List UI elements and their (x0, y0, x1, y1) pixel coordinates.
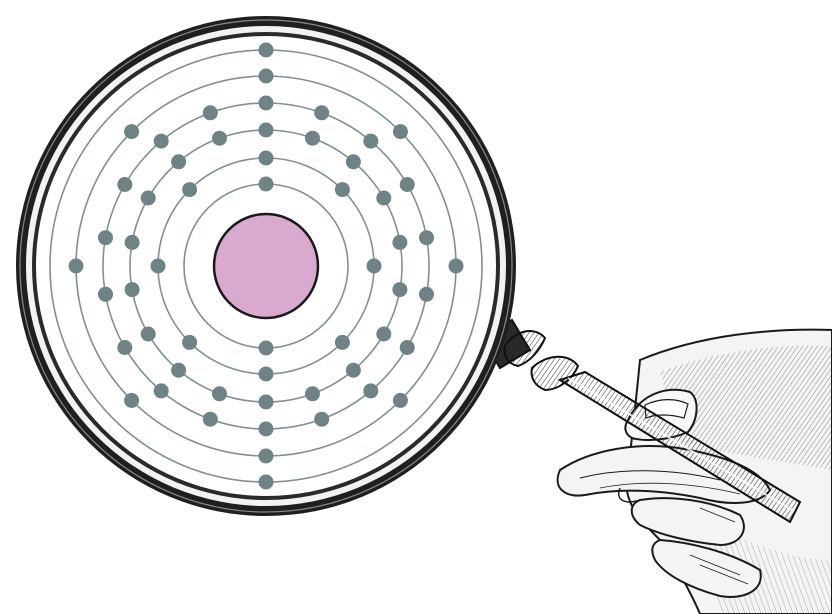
electron-shell-3 (376, 327, 391, 342)
electron-shell-2 (335, 182, 350, 197)
electron-shell-6 (259, 475, 274, 490)
electron-shell-4 (400, 340, 415, 355)
electron-shell-4 (259, 422, 274, 437)
electron-shell-4 (259, 96, 274, 111)
electron-shell-4 (98, 287, 113, 302)
electron-shell-3 (346, 363, 361, 378)
electron-shell-4 (314, 412, 329, 427)
electron-shell-4 (363, 383, 378, 398)
electron-shell-5 (259, 449, 274, 464)
electron-shell-3 (376, 191, 391, 206)
electron-shell-2 (259, 367, 274, 382)
electron-shell-5 (259, 69, 274, 84)
electron-shell-4 (419, 287, 434, 302)
electron-shell-3 (141, 191, 156, 206)
electron-shell-2 (182, 335, 197, 350)
electron-shell-1 (259, 177, 274, 192)
electron-shell-2 (151, 259, 166, 274)
electron-shell-4 (400, 177, 415, 192)
electron-shell-3 (125, 235, 140, 250)
electron-shell-4 (363, 134, 378, 149)
electron-shell-2 (182, 182, 197, 197)
electron-shell-4 (154, 134, 169, 149)
electron-shell-2 (259, 151, 274, 166)
electron-shell-4 (203, 105, 218, 120)
electron-shell-5 (449, 259, 464, 274)
electron-shell-3 (171, 363, 186, 378)
electron-shell-6 (259, 43, 274, 58)
electron-shell-5 (124, 393, 139, 408)
electron-shell-5 (393, 124, 408, 139)
electron-shell-3 (141, 327, 156, 342)
electron-shell-5 (124, 124, 139, 139)
electron-shell-3 (171, 154, 186, 169)
electron-shell-3 (259, 123, 274, 138)
electron-shell-5 (393, 393, 408, 408)
electron-shell-4 (117, 340, 132, 355)
electron-shell-3 (212, 386, 227, 401)
electron-shell-3 (212, 131, 227, 146)
electron-shell-3 (125, 282, 140, 297)
electron-shell-3 (305, 386, 320, 401)
electron-shell-1 (259, 341, 274, 356)
electron-shell-3 (259, 395, 274, 410)
nucleus (214, 214, 318, 318)
electron-shell-2 (335, 335, 350, 350)
electron-shell-4 (419, 230, 434, 245)
electron-shell-2 (367, 259, 382, 274)
electron-shell-3 (392, 235, 407, 250)
electron-shell-3 (346, 154, 361, 169)
electron-shell-4 (154, 383, 169, 398)
electron-shell-4 (117, 177, 132, 192)
electron-shell-4 (98, 230, 113, 245)
electron-shell-3 (305, 131, 320, 146)
electron-shell-4 (203, 412, 218, 427)
electron-shell-3 (392, 282, 407, 297)
electron-shell-4 (314, 105, 329, 120)
electron-shell-5 (69, 259, 84, 274)
